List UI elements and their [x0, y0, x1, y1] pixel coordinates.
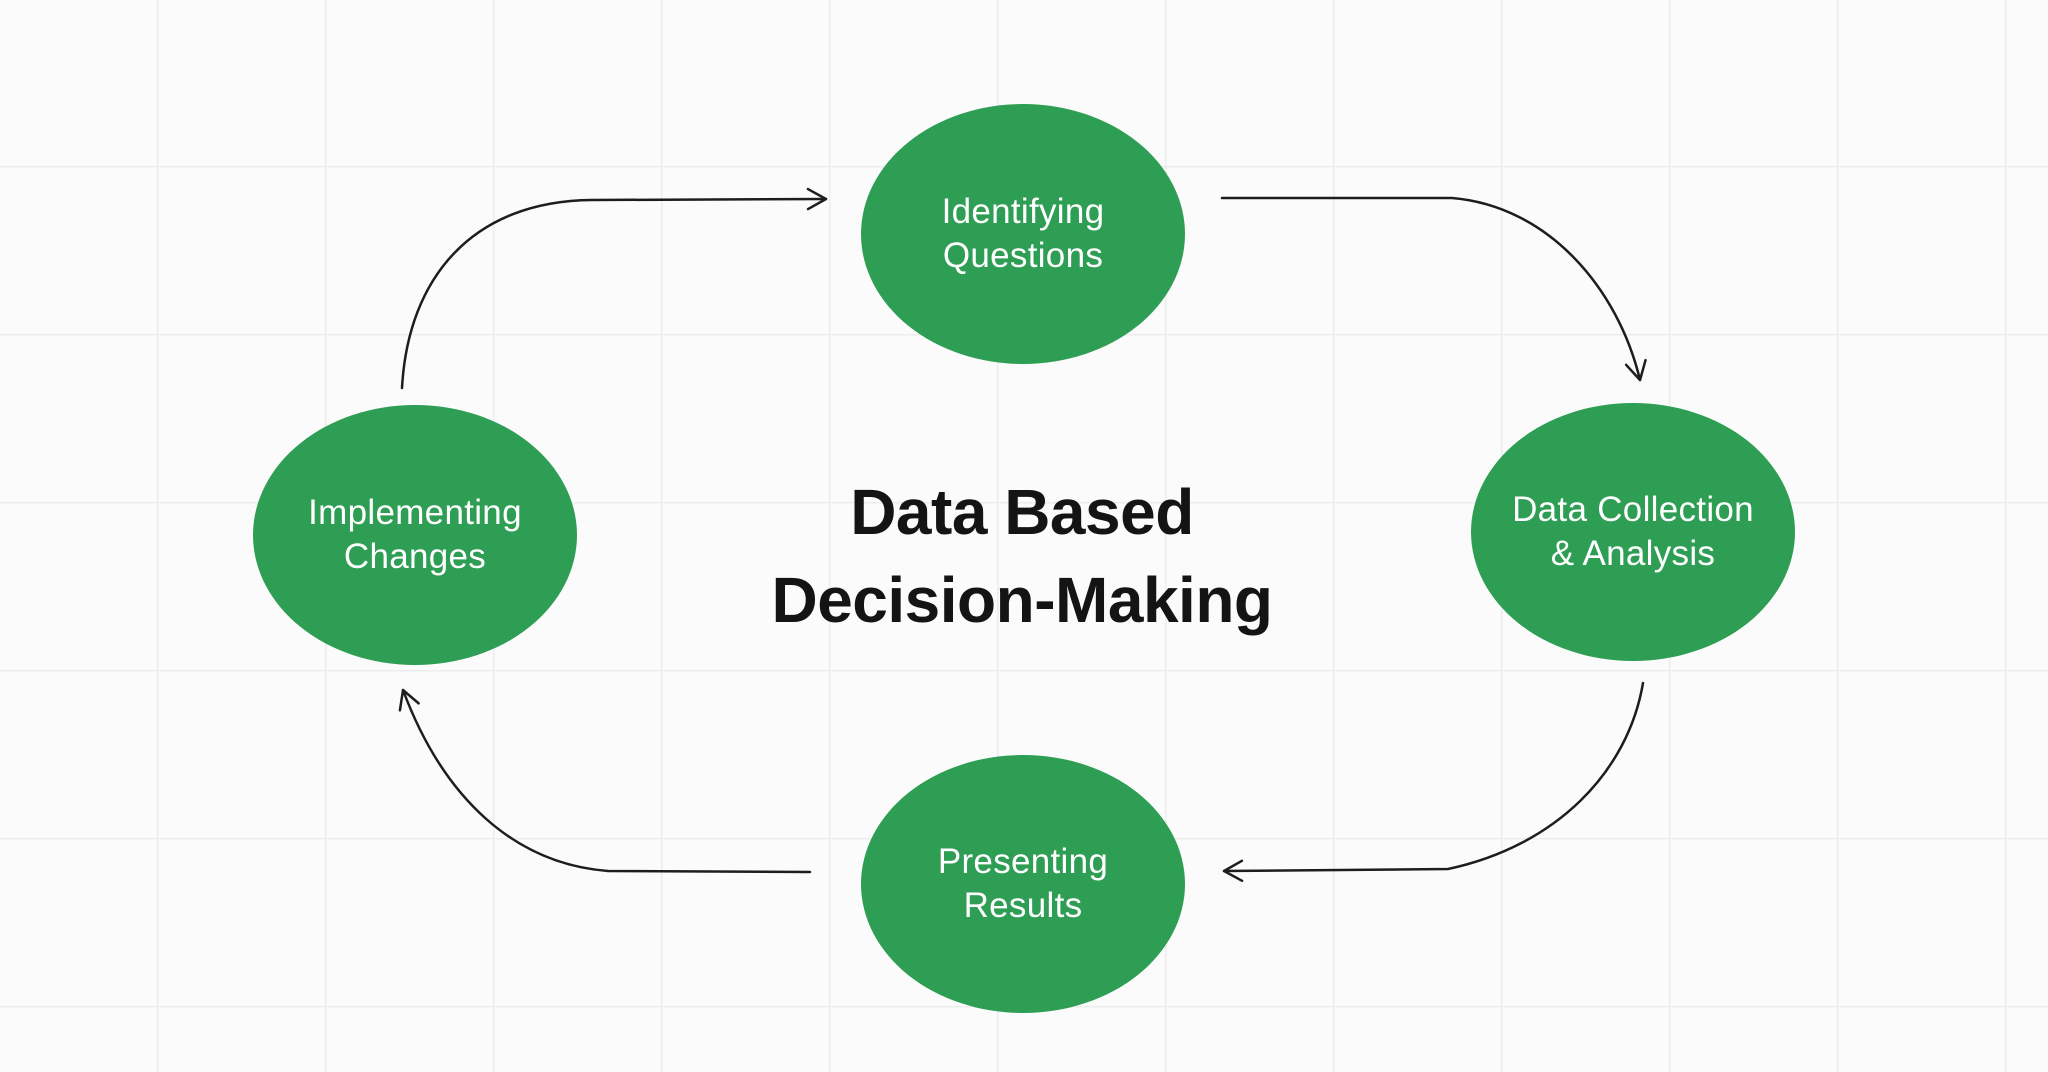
- arrow-collection-to-presenting: [1222, 681, 1645, 883]
- node-label-line: Presenting: [937, 842, 1109, 881]
- node-identifying-questions: Identifying Questions: [861, 104, 1185, 364]
- node-data-collection-analysis: Data Collection & Analysis: [1471, 403, 1795, 661]
- node-label-line: Questions: [942, 236, 1104, 275]
- diagram-title-line1: Data Based: [850, 476, 1194, 548]
- node-label-line: Implementing: [308, 493, 522, 532]
- node-label-line: Identifying: [941, 192, 1105, 231]
- arrow-presenting-to-implementing: [398, 688, 812, 874]
- node-presenting-results: Presenting Results: [861, 755, 1185, 1013]
- diagram-title-line2: Decision-Making: [771, 564, 1273, 636]
- arrow-identifying-to-collection: [1220, 196, 1647, 382]
- node-label-line: Data Collection: [1512, 490, 1754, 529]
- node-implementing-changes: Implementing Changes: [253, 405, 577, 665]
- diagram-title: Data Based Decision-Making: [771, 468, 1273, 644]
- node-label-line: Changes: [343, 537, 487, 576]
- node-label-line: Results: [963, 886, 1083, 925]
- arrow-implementing-to-identifying: [400, 187, 828, 390]
- node-label-line: & Analysis: [1550, 534, 1716, 573]
